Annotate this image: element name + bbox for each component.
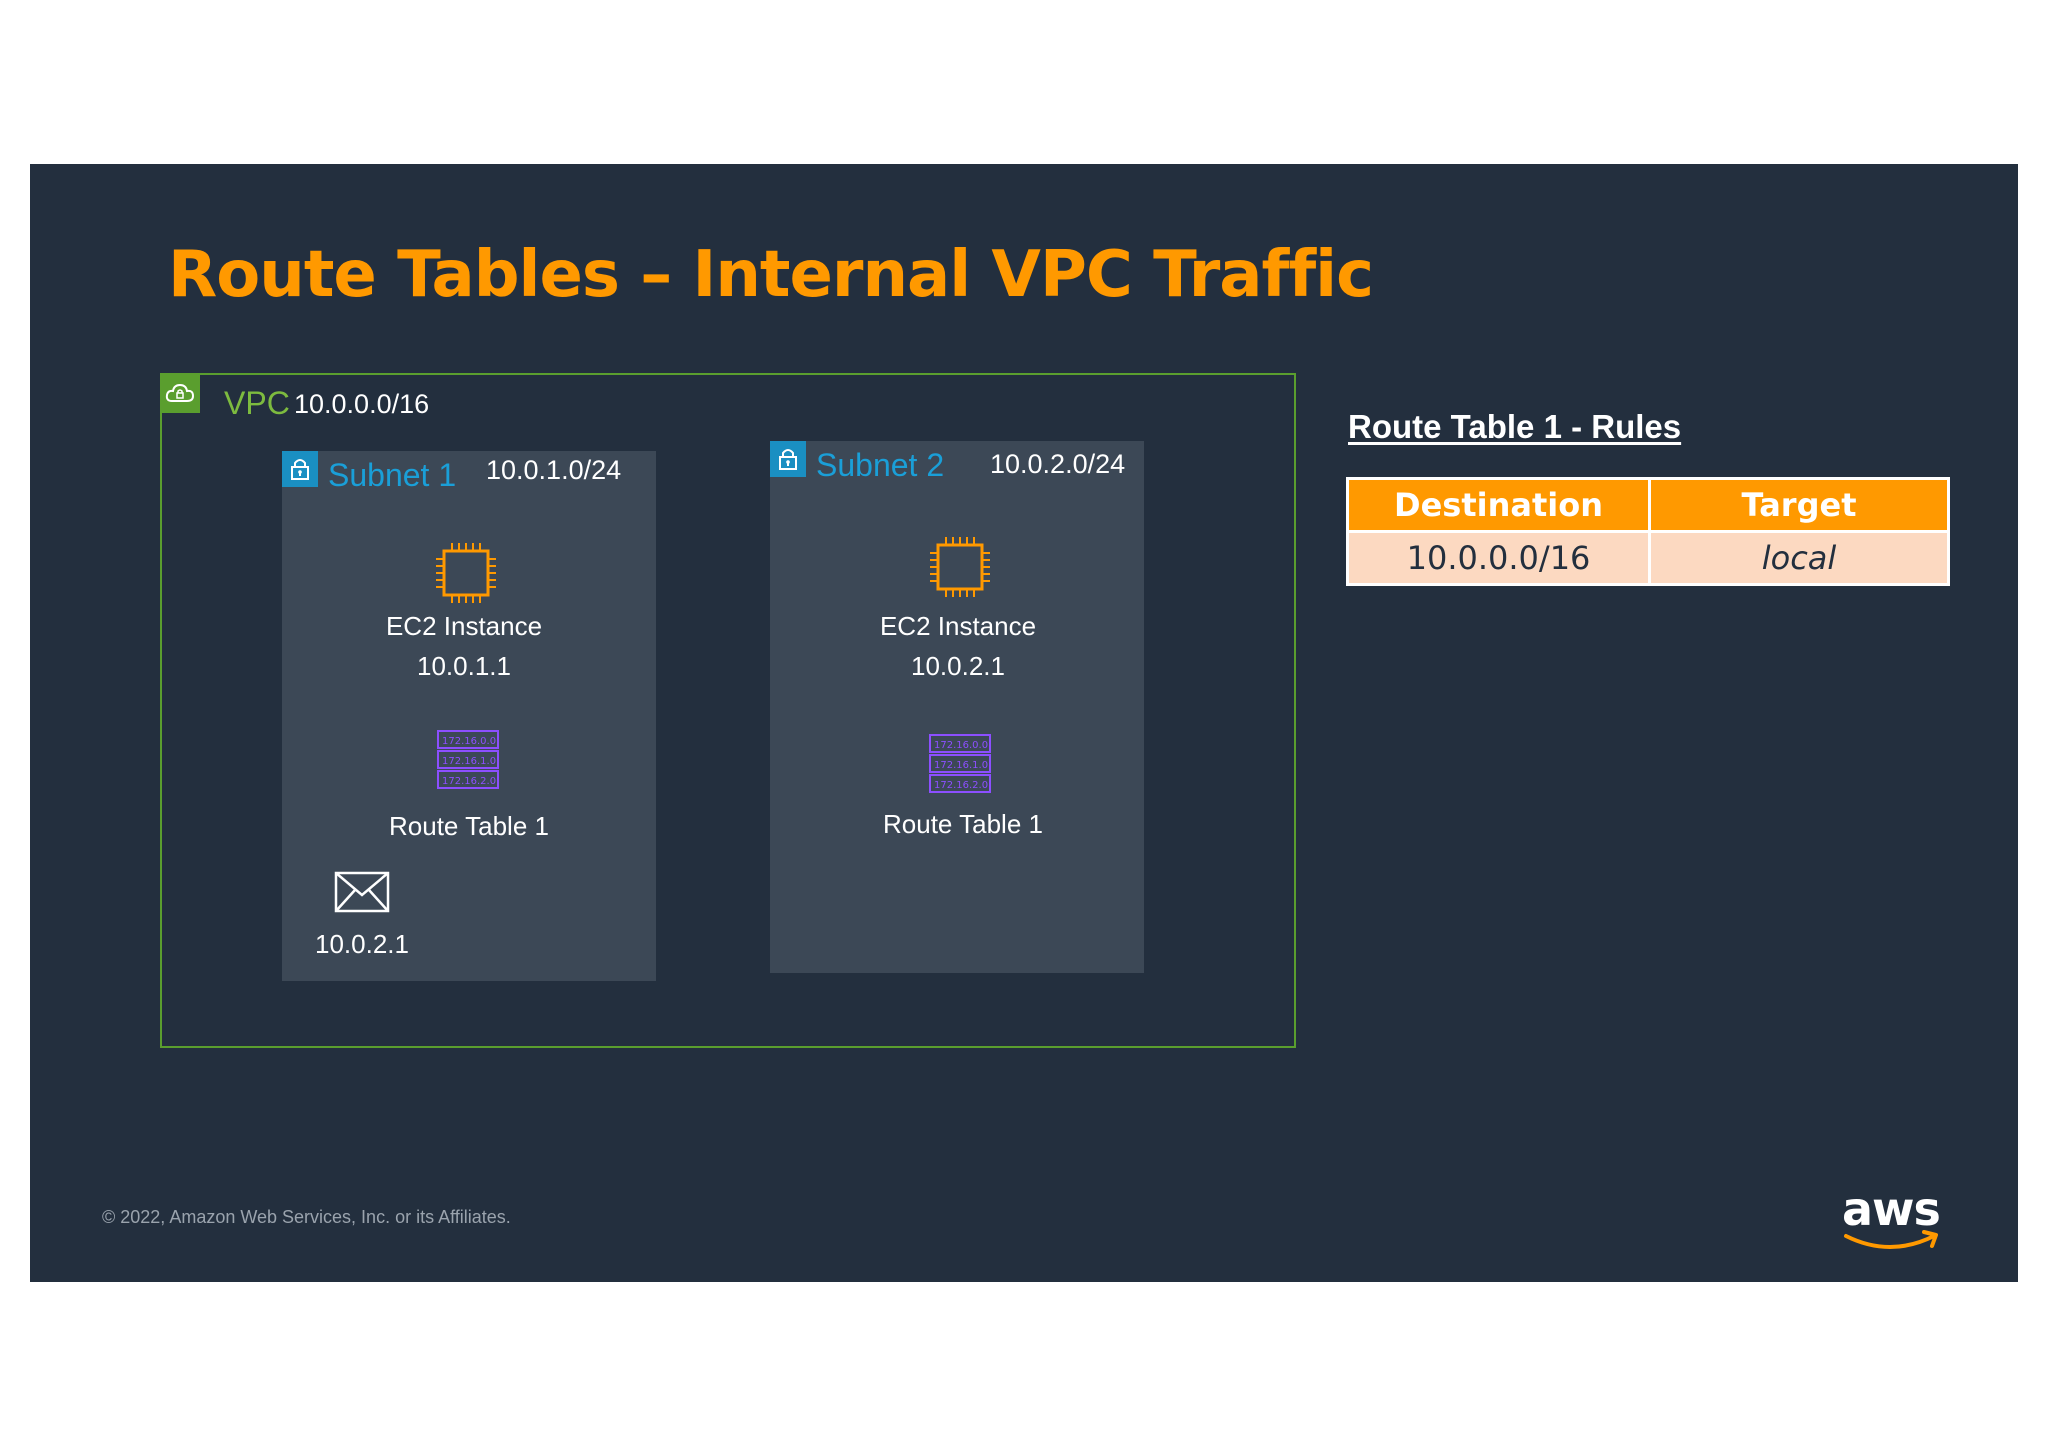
subnet-label: Subnet 1 — [328, 457, 457, 493]
envelope-icon — [334, 871, 390, 913]
route-icon-line-3: 172.16.2.0 — [442, 776, 496, 787]
ec2-instance-icon — [436, 543, 496, 603]
subnet-label: Subnet 2 — [816, 447, 945, 483]
packet-destination-ip: 10.0.2.1 — [315, 929, 409, 959]
column-header-destination: Destination — [1346, 477, 1651, 533]
route-table-icon: 172.16.0.0 172.16.1.0 172.16.2.0 — [929, 734, 991, 793]
subnet-cidr: 10.0.1.0/24 — [486, 455, 622, 485]
aws-logo-text: aws — [1842, 1182, 1941, 1236]
aws-smile-icon — [1844, 1230, 1938, 1249]
vpc-container: VPC 10.0.0.0/16 Subnet 1 10.0.1.0/24 — [160, 373, 1296, 1048]
slide-title: Route Tables – Internal VPC Traffic — [168, 238, 1374, 312]
ec2-instance-ip: 10.0.1.1 — [417, 651, 511, 681]
route-icon-line-2: 172.16.1.0 — [934, 760, 988, 771]
subnet-cidr: 10.0.2.0/24 — [990, 449, 1126, 479]
column-header-target: Target — [1648, 477, 1950, 533]
table-row: 10.0.0.0/16 local — [1346, 530, 1950, 586]
route-table-icon: 172.16.0.0 172.16.1.0 172.16.2.0 — [437, 730, 499, 789]
vpc-cloud-icon — [160, 373, 200, 413]
aws-logo: aws — [1842, 1182, 1952, 1252]
subnet-1: Subnet 1 10.0.1.0/24 EC2 Instance 10.0.1… — [282, 451, 656, 981]
route-table-label: Route Table 1 — [389, 811, 549, 841]
route-table-label: Route Table 1 — [883, 809, 1043, 839]
subnet-lock-icon — [770, 441, 806, 477]
route-icon-line-1: 172.16.0.0 — [442, 736, 496, 747]
copyright-footer: © 2022, Amazon Web Services, Inc. or its… — [102, 1207, 511, 1227]
route-table-heading: Route Table 1 - Rules — [1348, 408, 1682, 445]
subnet-2: Subnet 2 10.0.2.0/24 EC2 Instance 10.0.2… — [770, 441, 1144, 973]
route-icon-line-3: 172.16.2.0 — [934, 780, 988, 791]
route-table-rules: Destination Target 10.0.0.0/16 local — [1346, 477, 1950, 586]
vpc-label: VPC — [224, 385, 290, 421]
vpc-cidr: 10.0.0.0/16 — [294, 389, 430, 419]
route-icon-line-1: 172.16.0.0 — [934, 740, 988, 751]
slide: Route Tables – Internal VPC Traffic VPC … — [30, 164, 2018, 1282]
ec2-instance-ip: 10.0.2.1 — [911, 651, 1005, 681]
subnet-lock-icon — [282, 451, 318, 487]
table-header-row: Destination Target — [1346, 477, 1950, 533]
ec2-instance-label: EC2 Instance — [879, 611, 1037, 641]
cell-destination: 10.0.0.0/16 — [1346, 530, 1651, 586]
cell-target: local — [1648, 530, 1950, 586]
route-icon-line-2: 172.16.1.0 — [442, 756, 496, 767]
ec2-instance-label: EC2 Instance — [385, 611, 543, 641]
ec2-instance-icon — [930, 537, 990, 597]
